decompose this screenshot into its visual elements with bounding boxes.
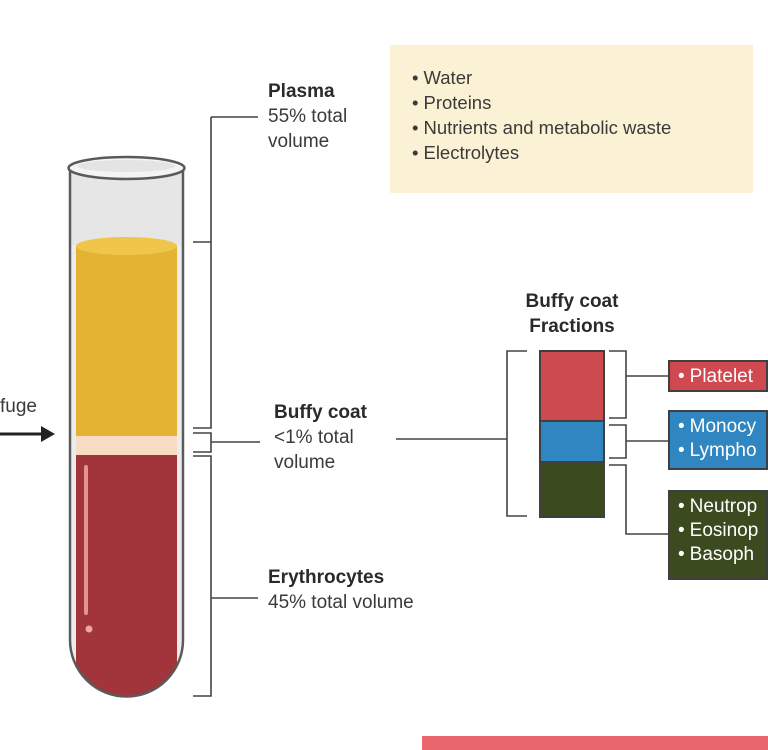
buffy-fractions-column	[506, 350, 668, 535]
fraction-item: Monocy	[678, 415, 766, 439]
erythrocyte-bracket	[193, 455, 258, 697]
fraction-granulocytes-segment	[539, 461, 605, 518]
plasma-bracket	[193, 116, 258, 429]
bottom-banner	[422, 736, 768, 750]
centrifuge-arrow	[0, 426, 55, 442]
plasma-title: Plasma	[268, 81, 335, 102]
fractions-title-line2: Fractions	[529, 316, 615, 337]
erythrocytes-title: Erythrocytes	[268, 567, 385, 588]
fraction-item: Eosinop	[678, 519, 766, 543]
plasma-label-group: Plasma 55% total volume	[268, 80, 347, 154]
mononuclear-box: Monocy Lympho	[668, 410, 768, 470]
platelet-box: Platelet	[668, 360, 768, 392]
plasma-layer	[76, 246, 177, 436]
buffy-title: Buffy coat	[274, 402, 367, 423]
buffy-coat-layer	[76, 436, 177, 456]
test-tube	[67, 155, 186, 698]
tube-outline	[68, 170, 185, 698]
fraction-platelets-segment	[539, 350, 605, 422]
granulocyte-box: Neutrop Eosinop Basoph	[668, 490, 768, 580]
plasma-component: Proteins	[412, 90, 753, 115]
buffy-percent: <1% total	[274, 427, 354, 448]
buffy-volume: volume	[274, 452, 336, 473]
tube-empty-section	[70, 170, 183, 245]
tube-highlight	[84, 465, 88, 615]
plasma-components-list: Water Proteins Nutrients and metabolic w…	[390, 45, 753, 165]
fraction-item: Basoph	[678, 543, 766, 567]
plasma-percent: 55% total	[268, 106, 348, 127]
fraction-item: Neutrop	[678, 495, 766, 519]
plasma-component: Water	[412, 65, 753, 90]
plasma-volume: volume	[268, 131, 330, 152]
plasma-surface	[76, 237, 177, 255]
erythrocytes-label-group: Erythrocytes 45% total volume	[268, 566, 414, 615]
centrifuge-label: fuge	[0, 396, 37, 417]
fractions-bracket	[506, 350, 527, 517]
fraction-item: Lympho	[678, 439, 766, 463]
fraction-mononuclear-segment	[539, 420, 605, 463]
plasma-components-box: Water Proteins Nutrients and metabolic w…	[390, 45, 753, 193]
erythrocytes-volume: 45% total volume	[268, 592, 414, 613]
fractions-title: Buffy coat Fractions	[492, 289, 652, 339]
buffy-bracket	[193, 432, 260, 453]
fractions-title-line1: Buffy coat	[525, 291, 619, 312]
plasma-component: Nutrients and metabolic waste	[412, 115, 753, 140]
plasma-component: Electrolytes	[412, 140, 753, 165]
fraction-item: Platelet	[678, 365, 766, 389]
buffy-label-group: Buffy coat <1% total volume	[274, 401, 367, 475]
